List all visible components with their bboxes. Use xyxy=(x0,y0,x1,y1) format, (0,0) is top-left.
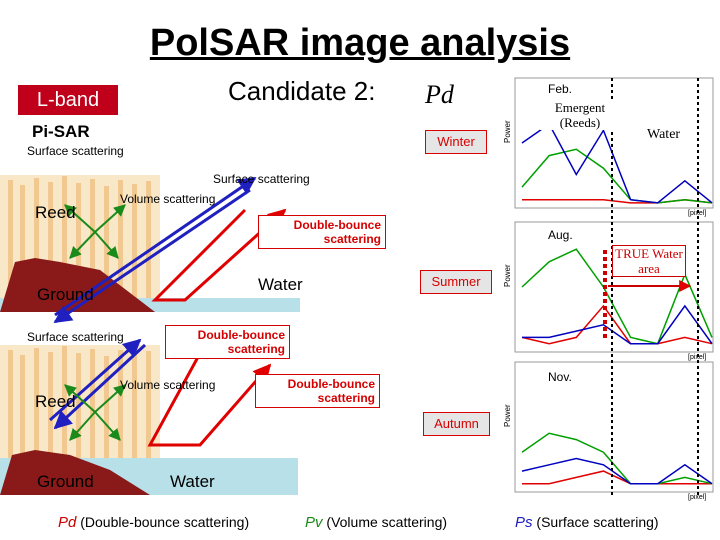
surface-scattering-label-3: Surface scattering xyxy=(27,330,124,344)
month-aug: Aug. xyxy=(548,228,573,242)
season-summer: Summer xyxy=(420,270,492,294)
reed-label-top: Reed xyxy=(35,203,76,223)
water-label-top: Water xyxy=(258,275,303,295)
double-bounce-label-1: Double-bounce scattering xyxy=(258,215,386,249)
water-label-bottom: Water xyxy=(170,472,215,492)
chart-ylabel-3: Power xyxy=(503,404,512,427)
legend-pv-text: (Volume scattering) xyxy=(326,514,447,530)
volume-scattering-label-2: Volume scattering xyxy=(120,378,215,392)
chart-frame-feb xyxy=(515,78,713,208)
legend-pv-symbol: Pv xyxy=(305,514,323,531)
month-nov: Nov. xyxy=(548,370,572,384)
chart-ylabel-1: Power xyxy=(503,120,512,143)
reed-label-bottom: Reed xyxy=(35,392,76,412)
ground-label-top: Ground xyxy=(37,285,94,305)
season-autumn: Autumn xyxy=(423,412,490,436)
surface-scattering-label-1: Surface scattering xyxy=(27,144,124,158)
legend-pv: Pv (Volume scattering) xyxy=(305,514,447,531)
double-bounce-label-2: Double-bounce scattering xyxy=(165,325,290,359)
month-feb: Feb. xyxy=(548,82,572,96)
chart-ylabel-2: Power xyxy=(503,264,512,287)
legend-ps-symbol: Ps xyxy=(515,514,533,531)
chart-xlabel-3: [pixel] xyxy=(688,494,706,501)
surface-scattering-label-2: Surface scattering xyxy=(213,172,310,186)
legend-pd: Pd (Double-bounce scattering) xyxy=(58,514,249,531)
legend-pd-symbol: Pd xyxy=(58,514,76,531)
legend-ps: Ps (Surface scattering) xyxy=(515,514,659,531)
emergent-reeds-label: Emergent (Reeds) xyxy=(540,100,620,130)
volume-scattering-label-1: Volume scattering xyxy=(120,192,215,206)
season-winter: Winter xyxy=(425,130,487,154)
double-bounce-label-3: Double-bounce scattering xyxy=(255,374,380,408)
legend-ps-text: (Surface scattering) xyxy=(536,514,658,530)
legend-pd-text: (Double-bounce scattering) xyxy=(80,514,249,530)
water-label-right: Water xyxy=(645,127,682,143)
true-water-area-label: TRUE Water area xyxy=(612,245,686,277)
ground-label-bottom: Ground xyxy=(37,472,94,492)
